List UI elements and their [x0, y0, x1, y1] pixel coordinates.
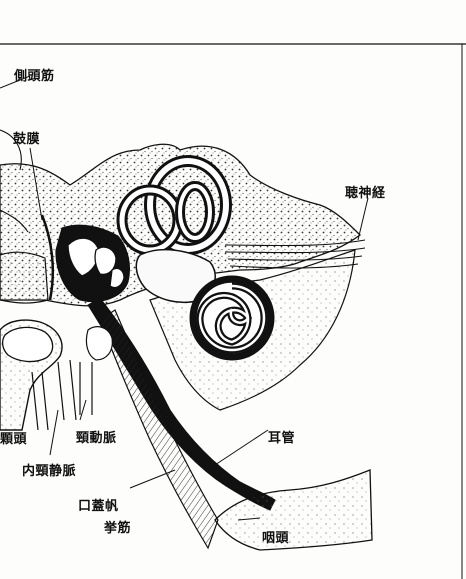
label-condyle: 顆頭 [0, 428, 27, 447]
label-temporal-muscle: 側頭筋 [14, 65, 55, 84]
label-pharynx: 咽頭 [262, 527, 289, 546]
label-carotid-artery: 頸動脈 [76, 427, 117, 446]
label-levator-line2: 挙筋 [104, 517, 131, 536]
condyle-cap [3, 327, 53, 361]
label-eardrum: 鼓膜 [13, 128, 40, 147]
label-levator-line1: 口蓋帆 [78, 495, 119, 514]
label-eustachian-tube: 耳管 [268, 427, 295, 446]
label-internal-jugular-vein: 内頸静脈 [22, 460, 76, 479]
label-auditory-nerve: 聴神経 [345, 182, 386, 201]
styloid-process [86, 327, 112, 360]
ear-canal-wall [0, 252, 48, 303]
cochlea [190, 276, 274, 360]
